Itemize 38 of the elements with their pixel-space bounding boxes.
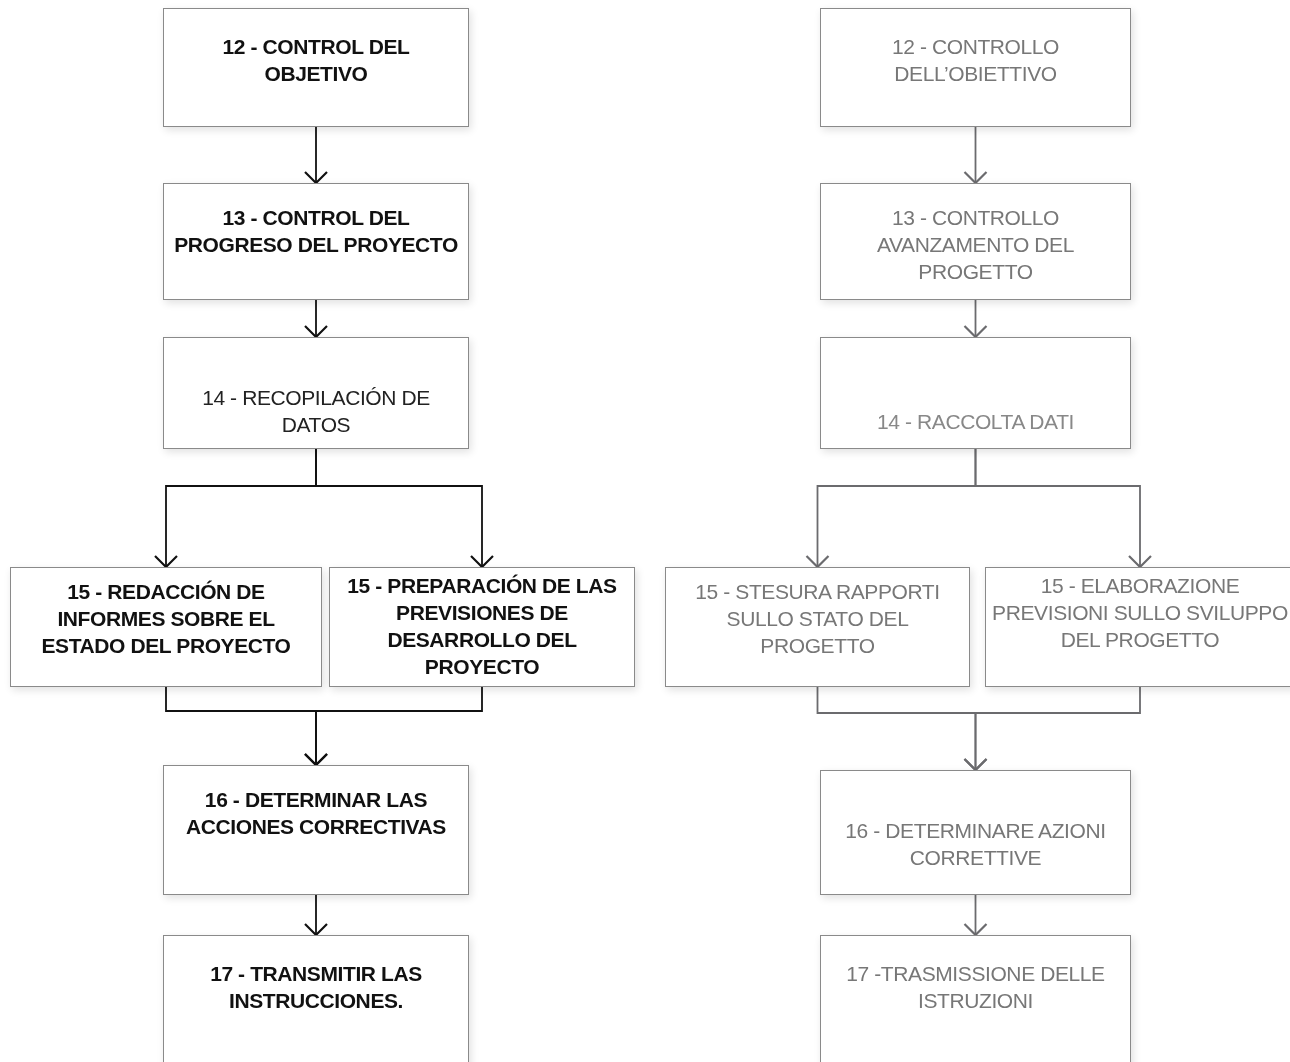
arrow (303, 126, 329, 185)
process-box (665, 567, 970, 687)
process-box (329, 567, 635, 687)
step-label: 15 - ELABORAZIONE PREVISIONI SULLO SVILUPPO DEL PROGETTO (992, 573, 1288, 653)
step-label: 15 - REDACCIÓN DE INFORMES SOBRE EL ESTADO DEL PROYECTO (40, 579, 292, 659)
arrow (963, 686, 1141, 772)
step-label: 16 - DETERMINAR LAS ACCIONES CORRECTIVAS (185, 787, 447, 840)
process-box (163, 8, 469, 127)
arrow (303, 686, 483, 767)
process-box (985, 567, 1290, 687)
process-box (163, 935, 469, 1062)
step-label: 14 - RACCOLTA DATI (876, 409, 1075, 435)
step-label: 16 - DETERMINARE AZIONI CORRETTIVE (844, 818, 1107, 871)
step-label: 15 - STESURA RAPPORTI SULLO STATO DEL PROGETTO (694, 579, 941, 659)
process-box (163, 765, 469, 895)
process-box (163, 183, 469, 300)
arrow (963, 299, 988, 339)
arrow (963, 894, 988, 937)
step-label: 15 - PREPARACIÓN DE LAS PREVISIONES DE DESARROLLO DEL PROYECTO (346, 573, 618, 680)
process-box (820, 8, 1131, 127)
process-box (163, 337, 469, 449)
step-label: 17 -TRASMISSIONE DELLE ISTRUZIONI (845, 961, 1106, 1014)
step-label: 12 - CONTROLLO DELL’OBIETTIVO (890, 34, 1061, 87)
arrow (963, 126, 988, 185)
arrow (303, 299, 329, 339)
arrow (303, 894, 329, 937)
arrow (315, 448, 495, 569)
arrow (974, 448, 1153, 569)
step-label: 13 - CONTROL DEL PROGRESO DEL PROYECTO (173, 205, 459, 258)
step-label: 17 - TRANSMITIR LAS INSTRUCCIONES. (209, 961, 423, 1014)
process-box (820, 935, 1131, 1062)
step-label: 12 - CONTROL DEL OBJETIVO (221, 34, 411, 87)
process-box (820, 183, 1131, 300)
process-box (820, 770, 1131, 895)
step-label: 13 - CONTROLLO AVANZAMENTO DEL PROGETTO (875, 205, 1075, 285)
step-label: 14 - RECOPILACIÓN DE DATOS (201, 385, 431, 438)
process-box (820, 337, 1131, 449)
process-box (10, 567, 322, 687)
